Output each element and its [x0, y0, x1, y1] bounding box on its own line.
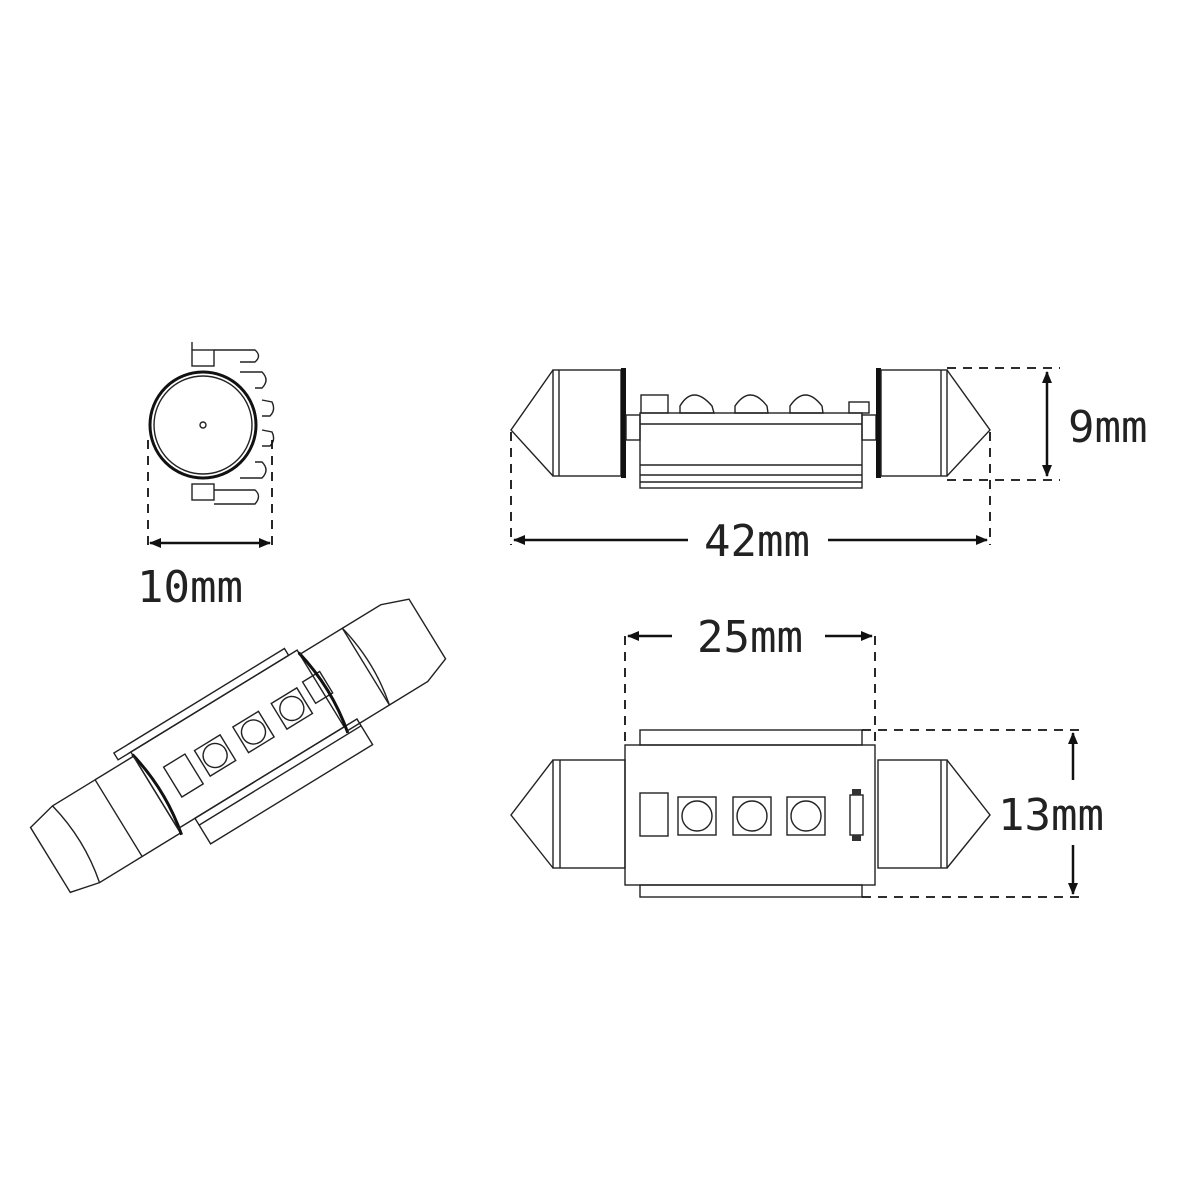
- length-label: 42mm: [704, 516, 810, 567]
- end-view: 10mm: [137, 342, 275, 613]
- isometric-view: [29, 598, 447, 894]
- cap-height-label: 9mm: [1068, 402, 1147, 453]
- diameter-label: 10mm: [137, 562, 243, 613]
- body-height-label: 13mm: [998, 790, 1104, 841]
- side-view: 9mm 42mm: [510, 367, 1147, 567]
- body-length-label: 25mm: [697, 612, 803, 663]
- top-view: 25mm 13mm: [510, 612, 1104, 898]
